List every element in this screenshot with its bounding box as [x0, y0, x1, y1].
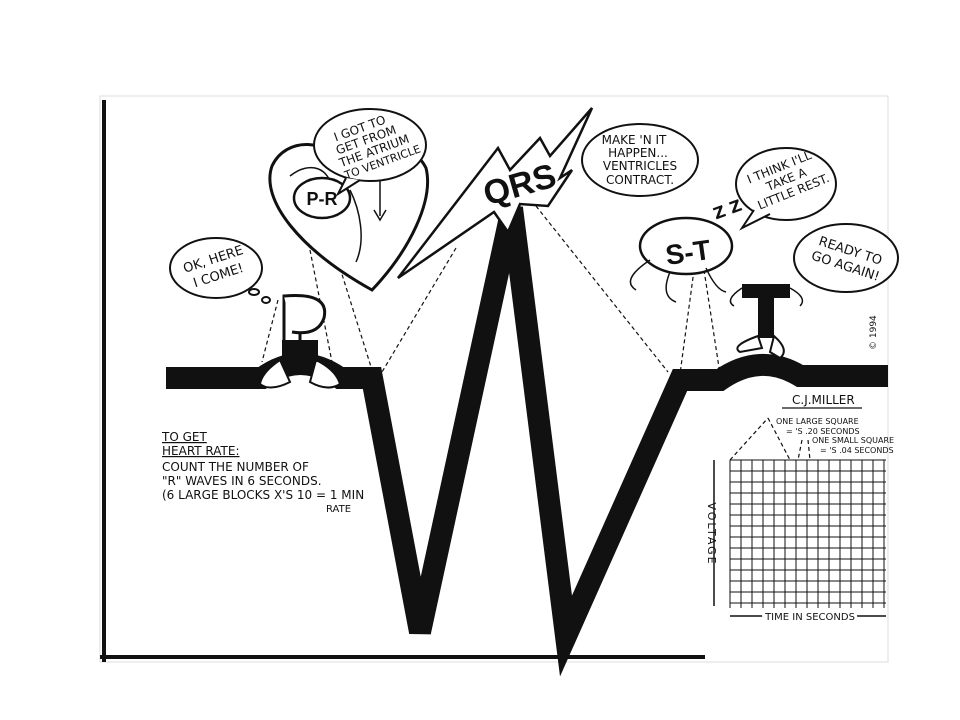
instructions-line-4: RATE [326, 504, 351, 515]
small-square-label-1: ONE SMALL SQUARE [812, 436, 894, 445]
ecg-grid-legend: ONE LARGE SQUARE = 'S .20 SECONDS ONE SM… [705, 417, 894, 626]
large-square-label-2: = 'S .20 SECONDS [786, 427, 860, 436]
artist-credit: C.J.MILLER [792, 393, 855, 407]
qrs-bubble-line-3: VENTRICLES [603, 159, 677, 173]
st-wave-character: S-T [629, 216, 734, 303]
t-speech-bubble: READY TO GO AGAIN! [793, 223, 899, 293]
pr-wave-label: P-R [307, 189, 338, 209]
qrs-bubble-line-4: CONTRACT. [606, 173, 674, 187]
copyright-mark: © 1994 [869, 315, 879, 350]
t-wave-character: T [729, 279, 804, 360]
instructions-heading-2: HEART RATE: [162, 444, 240, 458]
small-square-label-2: = 'S .04 SECONDS [820, 446, 894, 455]
qrs-bubble-line-1: MAKE 'N IT [602, 133, 667, 147]
st-wave-label: S-T [664, 234, 713, 271]
large-square-label-1: ONE LARGE SQUARE [776, 417, 859, 426]
instructions-heading: TO GET [161, 430, 207, 444]
pr-speech-bubble: I GOT TO GET FROM THE ATRIUM TO VENTRICL… [313, 108, 427, 197]
qrs-speech-bubble: MAKE 'N IT HAPPEN... VENTRICLES CONTRACT… [581, 123, 699, 197]
instructions-line-3: (6 LARGE BLOCKS X'S 10 = 1 MIN [162, 488, 364, 502]
qrs-lightning-bolt: QRS [397, 107, 594, 280]
time-axis-label: TIME IN SECONDS [764, 612, 855, 623]
qrs-bubble-line-2: HAPPEN... [608, 146, 668, 160]
p-wave-label: P [306, 287, 307, 289]
voltage-axis-label: VOLTAGE [705, 502, 718, 565]
heart-rate-instructions: TO GET HEART RATE: COUNT THE NUMBER OF "… [161, 430, 364, 515]
instructions-line-2: "R" WAVES IN 6 SECONDS. [162, 474, 322, 488]
st-speech-bubble: I THINK I'LL TAKE A LITTLE REST. [735, 147, 837, 231]
ecg-grid [729, 459, 886, 608]
p-wave-character: P [258, 287, 342, 389]
p-thought-bubble: OK, HERE I COME! [169, 237, 271, 304]
t-wave-label: T [766, 279, 767, 281]
instructions-line-1: COUNT THE NUMBER OF [162, 460, 309, 474]
